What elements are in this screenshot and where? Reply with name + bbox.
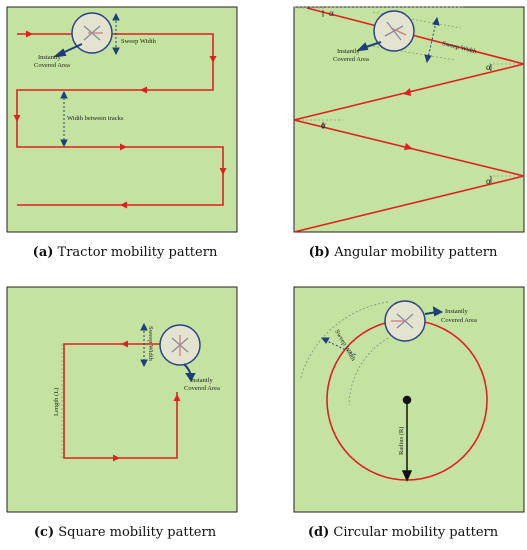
caption-c: (c) Square mobility pattern <box>0 525 250 540</box>
caption-letter: (a) <box>32 245 54 260</box>
covered-area-pointer <box>356 41 382 52</box>
arrow-icon <box>403 88 411 96</box>
alpha-label: α <box>329 8 334 18</box>
track-gap-label: Width between tracks <box>67 115 124 122</box>
drone-icon <box>83 25 103 41</box>
track-gap-measure <box>60 90 68 148</box>
arrow-up-icon <box>173 394 181 401</box>
caption-title: Angular mobility pattern <box>334 245 498 260</box>
sweep-width-measure <box>320 337 357 356</box>
arrow-icon <box>404 143 413 150</box>
sweep-width-measure <box>424 16 440 64</box>
arrow-right-icon <box>120 143 127 151</box>
square-path <box>63 343 178 459</box>
panel-angular: α α α α Sweep Width Instantly Covered Ar… <box>263 0 527 270</box>
reference-lines <box>294 6 524 177</box>
radius-line <box>401 395 413 482</box>
arrow-left-icon <box>120 201 127 209</box>
sweep-width-label: Sweep Width <box>121 38 157 45</box>
caption-letter: (b) <box>308 245 331 260</box>
covered-area-pointer <box>183 363 196 382</box>
covered-area-label-1: Instantly <box>190 377 213 384</box>
caption-b: (b) Angular mobility pattern <box>279 245 527 260</box>
alpha-label: α <box>486 62 491 72</box>
drone <box>71 12 113 54</box>
covered-area-label-1: Instantly <box>337 48 360 55</box>
path-arrows <box>13 30 227 209</box>
panel-square: Sweep Width Instantly Covered Area Lengt… <box>0 280 263 550</box>
drone <box>159 324 201 366</box>
drone-icon <box>384 21 407 41</box>
arrow-down-icon <box>13 115 21 122</box>
covered-area-label-2: Covered Area <box>333 56 369 63</box>
arrow-right-icon <box>113 454 120 462</box>
caption-title: Square mobility pattern <box>58 525 217 540</box>
alpha-label: α <box>321 120 326 130</box>
path-arrows <box>113 340 181 462</box>
circular-diagram: Sweep Width Instantly Covered Area Radiu… <box>293 286 525 513</box>
arrow-left-icon <box>140 86 147 94</box>
arrow-down-icon <box>209 56 217 63</box>
covered-area-label-1: Instantly <box>38 54 61 61</box>
radius-label: Radius (R) <box>398 427 405 455</box>
caption-a: (a) Tractor mobility pattern <box>0 245 250 260</box>
caption-title: Circular mobility pattern <box>333 525 499 540</box>
sweep-width-label: Sweep Width <box>147 326 154 362</box>
arrow-right-icon <box>26 30 33 38</box>
covered-area-pointer <box>424 306 444 317</box>
panel-tractor: Sweep Width Instantly Covered Area Width… <box>0 0 263 270</box>
covered-area-label-2: Covered Area <box>441 317 477 324</box>
length-label: Length (L) <box>53 388 60 416</box>
covered-area-pointer <box>52 43 83 58</box>
caption-title: Tractor mobility pattern <box>57 245 218 260</box>
field-area <box>6 6 238 233</box>
drone <box>384 300 426 342</box>
covered-area-label-1: Instantly <box>445 308 468 315</box>
angle-marks <box>322 10 492 183</box>
covered-area-label-2: Covered Area <box>184 385 220 392</box>
field-area <box>6 286 238 513</box>
tractor-diagram: Sweep Width Instantly Covered Area Width… <box>6 6 238 233</box>
angular-diagram: α α α α Sweep Width Instantly Covered Ar… <box>293 6 525 233</box>
drone <box>373 10 415 52</box>
drone-icon <box>171 335 189 356</box>
angular-path <box>293 7 525 233</box>
panel-circular: Sweep Width Instantly Covered Area Radiu… <box>263 280 527 550</box>
drone-icon <box>391 313 414 329</box>
sweep-width-measure <box>140 322 148 368</box>
arrow-down-icon <box>219 168 227 175</box>
alpha-label: α <box>486 176 491 186</box>
square-diagram: Sweep Width Instantly Covered Area Lengt… <box>6 286 238 513</box>
caption-d: (d) Circular mobility pattern <box>279 525 527 540</box>
arrow-left-icon <box>121 340 128 348</box>
sweep-arcs <box>299 301 389 406</box>
caption-letter: (d) <box>307 525 330 540</box>
caption-letter: (c) <box>33 525 55 540</box>
covered-area-label-2: Covered Area <box>34 62 70 69</box>
sweep-width-measure <box>112 12 120 56</box>
